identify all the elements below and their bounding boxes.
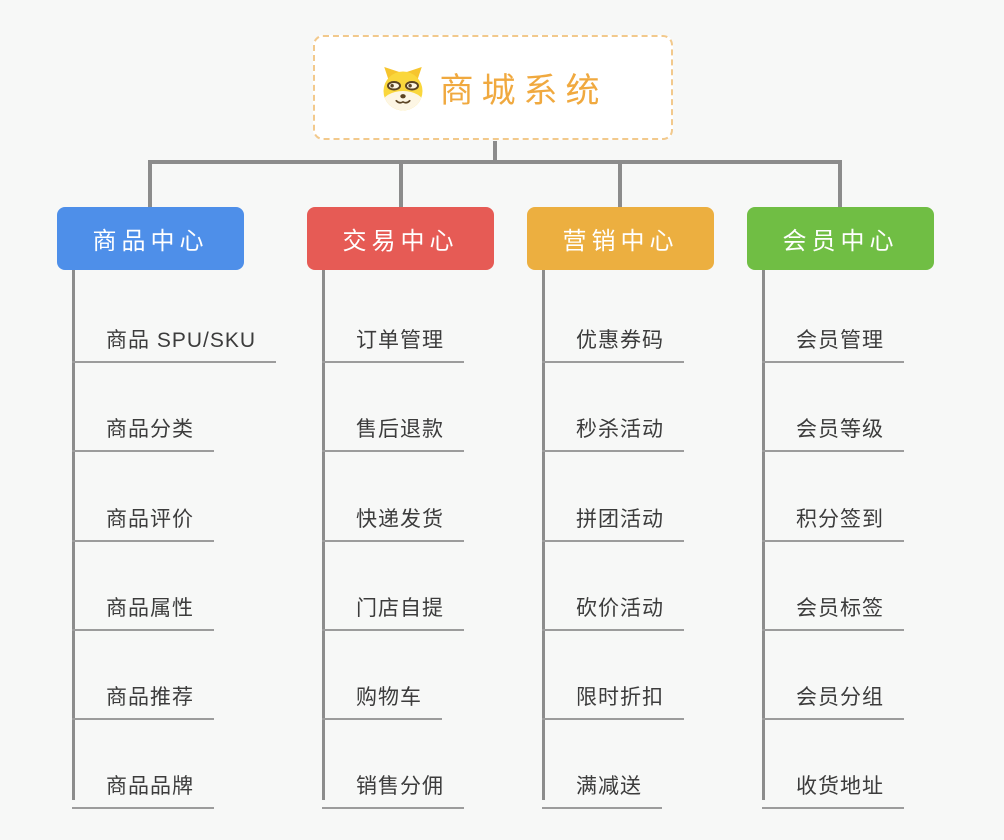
leaf-node[interactable]: 积分签到 [762, 489, 904, 542]
root-title: 商城系统 [439, 72, 608, 110]
branch-product-center: 商品中心 商品 SPU/SKU 商品分类 商品评价 商品属性 商品推荐 商品品牌 [57, 207, 297, 809]
branch-member-center: 会员中心 会员管理 会员等级 积分签到 会员标签 会员分组 收货地址 [747, 207, 987, 809]
branch-header-member-center[interactable]: 会员中心 [747, 207, 934, 270]
leaf-node[interactable]: 会员标签 [762, 578, 904, 631]
leaf-node[interactable]: 拼团活动 [542, 489, 684, 542]
leaf-node[interactable]: 商品评价 [72, 489, 214, 542]
doge-dog-icon [379, 64, 427, 112]
root-node[interactable]: 商城系统 [313, 35, 673, 140]
connector-drop-line [399, 163, 403, 207]
connector-drop-line [618, 163, 622, 207]
branch-header-trade-center[interactable]: 交易中心 [307, 207, 494, 270]
root-connector-line [493, 141, 497, 161]
connector-drop-line [838, 163, 842, 207]
leaf-node[interactable]: 优惠券码 [542, 310, 684, 363]
leaf-node[interactable]: 销售分佣 [322, 756, 464, 809]
leaf-node[interactable]: 商品品牌 [72, 756, 214, 809]
connector-drop-line [148, 163, 152, 207]
leaf-node[interactable]: 收货地址 [762, 756, 904, 809]
leaf-node[interactable]: 满减送 [542, 756, 662, 809]
leaf-node[interactable]: 快递发货 [322, 489, 464, 542]
branch-child-line [322, 270, 325, 800]
branch-child-line [762, 270, 765, 800]
leaf-node[interactable]: 秒杀活动 [542, 399, 684, 452]
branch-marketing-center: 营销中心 优惠券码 秒杀活动 拼团活动 砍价活动 限时折扣 满减送 [527, 207, 767, 809]
leaf-node[interactable]: 商品属性 [72, 578, 214, 631]
branch-trade-center: 交易中心 订单管理 售后退款 快递发货 门店自提 购物车 销售分佣 [307, 207, 547, 809]
branch-header-product-center[interactable]: 商品中心 [57, 207, 244, 270]
leaf-node[interactable]: 限时折扣 [542, 667, 684, 720]
leaf-node[interactable]: 订单管理 [322, 310, 464, 363]
branch-connector-bar [148, 160, 842, 164]
leaf-node[interactable]: 购物车 [322, 667, 442, 720]
leaf-node[interactable]: 售后退款 [322, 399, 464, 452]
leaf-node[interactable]: 门店自提 [322, 578, 464, 631]
leaf-node[interactable]: 商品推荐 [72, 667, 214, 720]
leaf-node[interactable]: 商品 SPU/SKU [72, 310, 277, 363]
leaf-node[interactable]: 会员分组 [762, 667, 904, 720]
branch-child-line [542, 270, 545, 800]
leaf-node[interactable]: 砍价活动 [542, 578, 684, 631]
branch-header-marketing-center[interactable]: 营销中心 [527, 207, 714, 270]
leaf-node[interactable]: 商品分类 [72, 399, 214, 452]
branch-child-line [72, 270, 75, 800]
leaf-node[interactable]: 会员管理 [762, 310, 904, 363]
leaf-node[interactable]: 会员等级 [762, 399, 904, 452]
